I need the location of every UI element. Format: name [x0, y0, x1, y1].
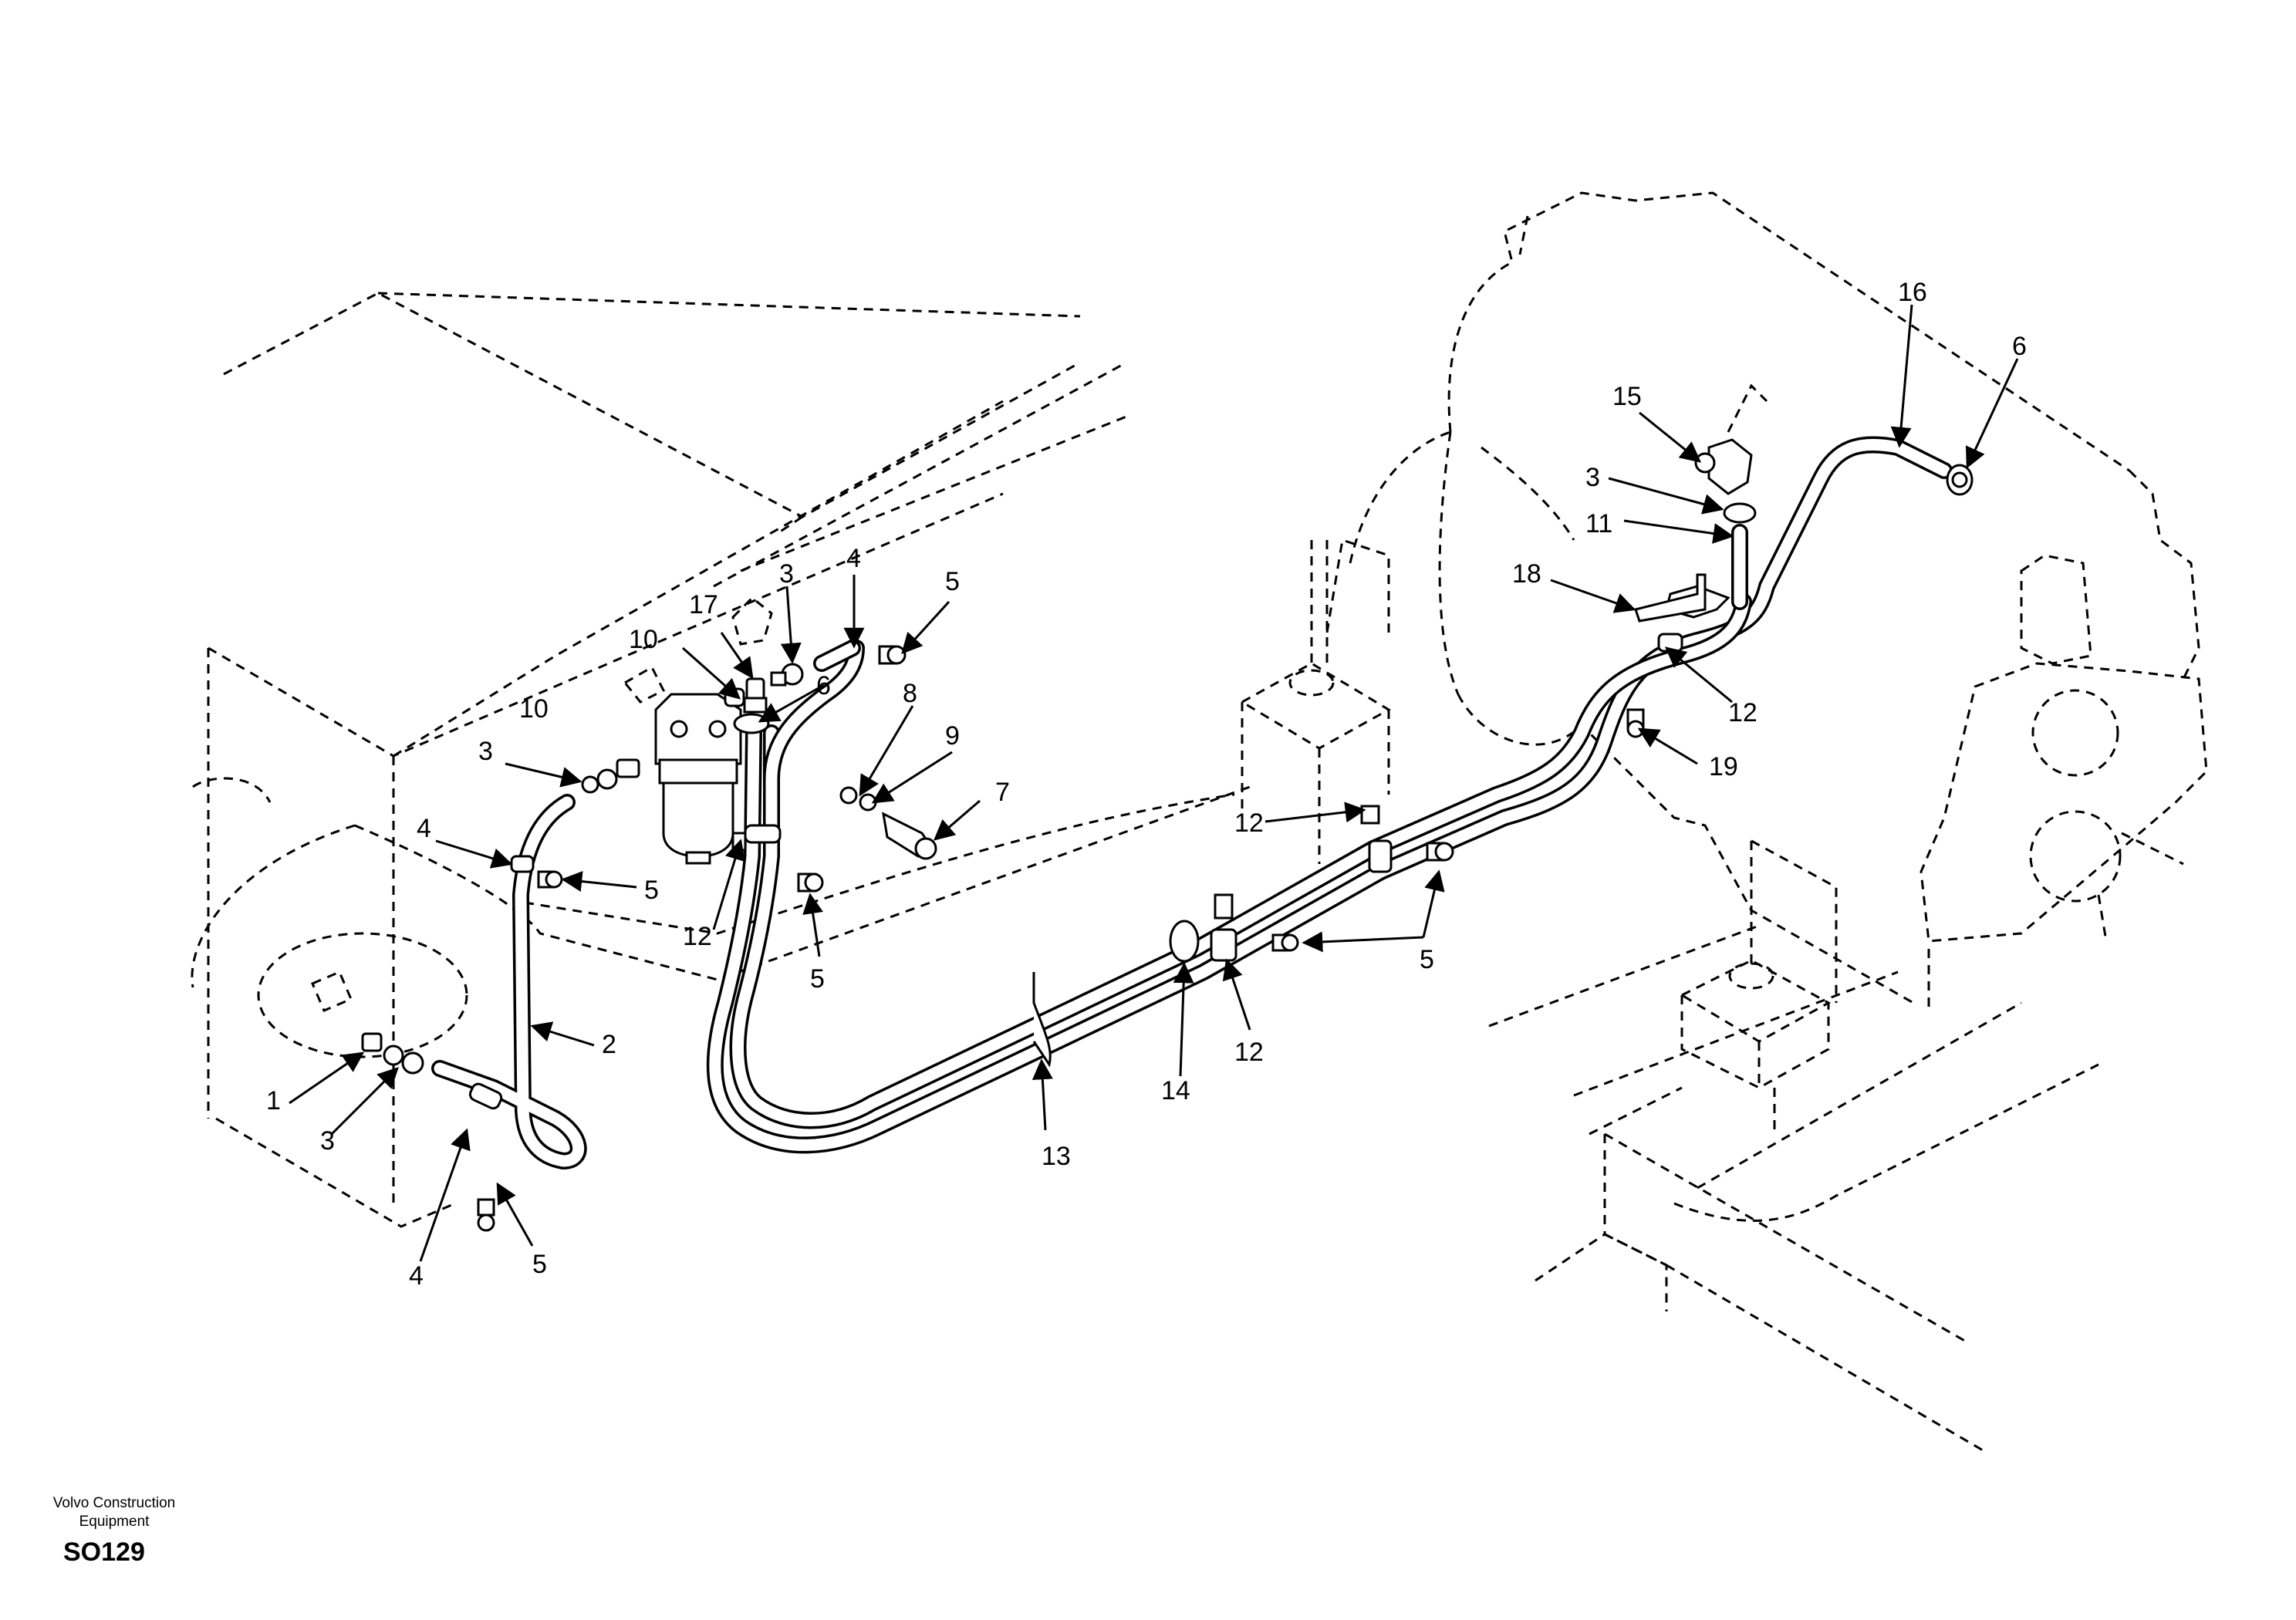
callout-13: 13 [1042, 1142, 1071, 1171]
drawing-code: SO129 [63, 1537, 145, 1567]
engine-block-outline [1325, 191, 2208, 1011]
engine-mount-right [1679, 839, 1838, 1134]
callout-5-top: 5 [945, 567, 960, 596]
left-hose-loop [431, 794, 587, 1169]
callout-8: 8 [903, 679, 917, 708]
callout-12-bottom: 12 [1234, 1038, 1264, 1067]
callout-15: 15 [1612, 382, 1642, 411]
callout-12-center: 12 [1234, 808, 1264, 838]
manufacturer-name: Volvo Construction [52, 1495, 176, 1511]
engine-mount-left [1240, 540, 1391, 864]
callout-12-right: 12 [1728, 698, 1757, 727]
callout-3-bottom-left: 3 [320, 1126, 335, 1156]
callout-10-filter: 10 [629, 625, 658, 654]
fuel-filter [654, 693, 742, 865]
callout-14: 14 [1161, 1076, 1190, 1105]
callout-9: 9 [945, 721, 960, 751]
callout-6-right: 6 [2012, 332, 2027, 361]
callout-4-left: 4 [417, 814, 431, 843]
callout-17: 17 [689, 590, 718, 619]
callout-18: 18 [1512, 559, 1541, 589]
callout-7: 7 [995, 778, 1010, 807]
callout-4-top: 4 [846, 544, 861, 573]
callout-1: 1 [266, 1086, 281, 1115]
fittings-and-bolts [361, 438, 1974, 1232]
callout-6-filter: 6 [816, 671, 831, 700]
callout-16: 16 [1898, 278, 1927, 307]
callout-5-right: 5 [1420, 945, 1434, 974]
callout-19: 19 [1709, 752, 1738, 781]
lower-frame-outline [1488, 924, 2099, 1452]
callout-10-left: 10 [519, 694, 549, 724]
callout-3-right: 3 [1585, 463, 1600, 492]
manufacturer-division: Equipment [79, 1514, 150, 1530]
callout-3-top: 3 [779, 559, 794, 589]
callout-4-bottom: 4 [409, 1261, 424, 1291]
callout-5-left: 5 [644, 876, 659, 905]
callout-3-left: 3 [478, 737, 493, 766]
callout-12-left: 12 [683, 922, 712, 951]
callout-labels: 1 2 3 3 3 3 4 4 4 5 5 5 5 5 6 6 7 8 9 10… [266, 278, 2027, 1291]
callout-11: 11 [1585, 509, 1612, 538]
callout-5-center: 5 [810, 964, 825, 994]
callout-2: 2 [602, 1030, 616, 1059]
callout-5-bottom: 5 [532, 1250, 547, 1279]
leader-lines [289, 304, 2019, 1262]
